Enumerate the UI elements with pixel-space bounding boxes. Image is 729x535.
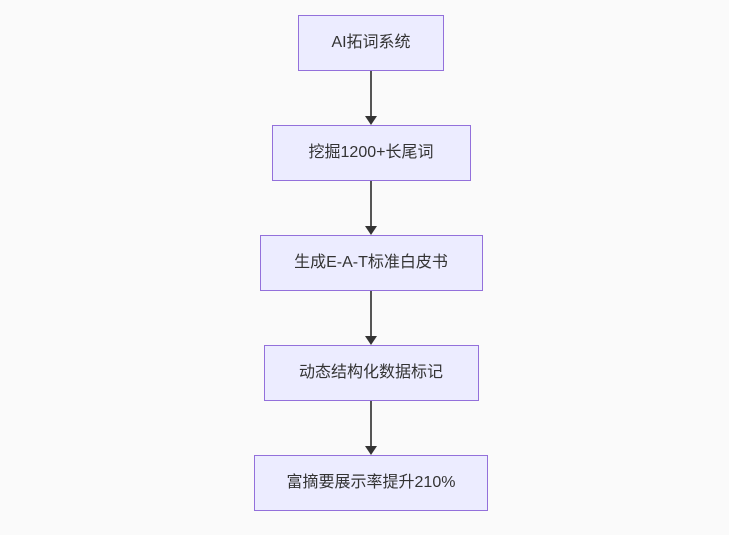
flow-node-label: 富摘要展示率提升210% bbox=[286, 474, 456, 491]
arrowhead-down-icon bbox=[365, 336, 377, 345]
flow-node-eat-whitepaper: 生成E-A-T标准白皮书 bbox=[259, 235, 483, 291]
flow-node-label: 挖掘1200+长尾词 bbox=[308, 144, 434, 161]
flow-edge-4 bbox=[365, 401, 377, 455]
flow-node-label: 动态结构化数据标记 bbox=[298, 364, 443, 381]
flow-edge-1 bbox=[365, 71, 377, 125]
arrowhead-down-icon bbox=[365, 446, 377, 455]
flow-edge-3 bbox=[365, 291, 377, 345]
flowchart-column: AI拓词系统 挖掘1200+长尾词 生成E-A-T标准白皮书 动态结构化数据标记 bbox=[254, 15, 488, 511]
arrow-line bbox=[370, 181, 372, 226]
arrow-line bbox=[370, 291, 372, 336]
arrowhead-down-icon bbox=[365, 226, 377, 235]
arrowhead-down-icon bbox=[365, 116, 377, 125]
flow-node-structured-data: 动态结构化数据标记 bbox=[263, 345, 479, 401]
flow-node-longtail-words: 挖掘1200+长尾词 bbox=[271, 125, 471, 181]
arrow-line bbox=[370, 401, 372, 446]
flow-node-label: AI拓词系统 bbox=[331, 34, 411, 51]
flow-node-rich-snippet-rate: 富摘要展示率提升210% bbox=[254, 455, 488, 511]
flow-node-label: 生成E-A-T标准白皮书 bbox=[294, 254, 448, 271]
flow-node-ai-system: AI拓词系统 bbox=[298, 15, 444, 71]
arrow-line bbox=[370, 71, 372, 116]
flow-edge-2 bbox=[365, 181, 377, 235]
